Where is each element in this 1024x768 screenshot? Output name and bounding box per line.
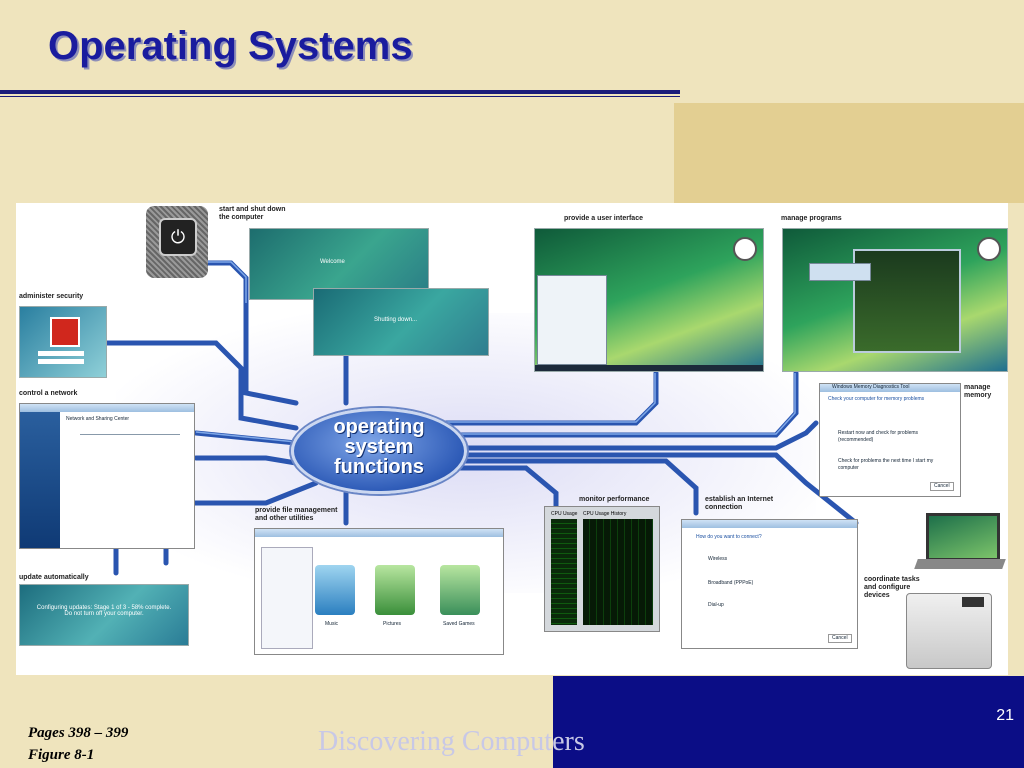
cpu-usage-label: CPU Usage	[551, 511, 578, 517]
pictures-label: Pictures	[383, 621, 402, 627]
label-coordinate-tasks: coordinate tasks and configure devices	[864, 576, 920, 599]
connect-window: How do you want to connect? Wireless Bro…	[681, 519, 858, 649]
memory-diagnostic-window: Windows Memory Diagnostics Tool Check yo…	[819, 383, 961, 497]
security-screen	[19, 306, 107, 378]
printer-panel	[962, 597, 984, 607]
footer-reference: Pages 398 – 399 Figure 8-1	[28, 722, 128, 766]
user-avatar	[50, 317, 80, 347]
user-interface-screen	[534, 228, 764, 372]
memory-title: Windows Memory Diagnostics Tool	[832, 384, 910, 390]
performance-window: CPU Usage CPU Usage History	[544, 506, 660, 632]
file-menu	[261, 547, 313, 649]
games-label: Saved Games	[443, 621, 475, 627]
cpu-history-label: CPU Usage History	[583, 511, 627, 517]
page-number: 21	[996, 707, 1014, 724]
memory-heading: Check your computer for memory problems	[828, 396, 925, 402]
footer-figure: Figure 8-1	[28, 747, 95, 763]
pictures-folder-icon	[375, 565, 415, 615]
manage-programs-screen	[782, 228, 1008, 372]
network-window: Network and Sharing Center	[19, 403, 195, 549]
shutdown-screen: Shutting down...	[313, 288, 489, 356]
start-menu	[537, 275, 607, 365]
laptop-graphic	[914, 513, 1006, 573]
slide-title: Operating Systems	[48, 24, 413, 68]
center-label: operating system functions	[333, 416, 425, 478]
connect-broadband: Broadband (PPPoE)	[708, 580, 754, 586]
clock-gadget	[733, 237, 757, 261]
label-update-automatically: update automatically	[19, 574, 89, 581]
title-rule-thick	[0, 90, 680, 94]
update-screen: Configuring updates: Stage 1 of 3 - 58% …	[19, 584, 189, 646]
clock-gadget	[977, 237, 1001, 261]
label-start-shutdown: start and shut down the computer	[219, 206, 286, 221]
footer-pages: Pages 398 – 399	[28, 725, 129, 741]
memory-option-2: Check for problems the next time I start…	[838, 458, 934, 471]
connect-heading: How do you want to connect?	[696, 534, 762, 540]
password-field-2	[38, 359, 84, 364]
network-map	[80, 434, 180, 451]
figure-panel: ⏻ start and shut down the computer Welco…	[16, 203, 1008, 675]
pipe-highlights	[195, 261, 796, 443]
taskbar	[535, 365, 763, 371]
photo-window	[853, 249, 961, 353]
shutdown-text: Shutting down...	[374, 317, 418, 323]
memory-cancel-button: Cancel	[930, 482, 954, 491]
network-title: Network and Sharing Center	[66, 416, 130, 422]
music-label: Music	[325, 621, 339, 627]
connect-dialup: Dial-up	[708, 602, 724, 608]
label-administer-security: administer security	[19, 293, 84, 300]
label-user-interface: provide a user interface	[564, 215, 643, 222]
password-field	[38, 351, 84, 356]
title-rule-thin	[0, 96, 680, 97]
media-player-window	[809, 263, 871, 281]
music-folder-icon	[315, 565, 355, 615]
laptop-base	[914, 559, 1006, 569]
label-monitor-performance: monitor performance	[579, 496, 650, 503]
cpu-history-graph	[583, 519, 653, 625]
connect-cancel-button: Cancel	[828, 634, 852, 643]
games-folder-icon	[440, 565, 480, 615]
file-management-window: Music Pictures Saved Games	[254, 528, 504, 655]
label-manage-memory: manage memory	[964, 384, 992, 399]
laptop-screen	[926, 513, 1000, 561]
cpu-usage-graph	[551, 519, 577, 625]
power-button-graphic: ⏻	[146, 206, 208, 278]
memory-option-1: Restart now and check for problems (reco…	[838, 430, 919, 443]
footer-book-title: Discovering Computers	[318, 726, 585, 757]
label-manage-programs: manage programs	[781, 215, 842, 222]
power-icon: ⏻	[159, 218, 197, 256]
update-message: Configuring updates: Stage 1 of 3 - 58% …	[36, 605, 172, 617]
connect-wireless: Wireless	[708, 556, 728, 562]
label-internet-connection: establish an Internet connection	[705, 496, 774, 511]
footer-bar	[553, 676, 1024, 768]
operating-system-functions-hub: operating system functions	[291, 408, 467, 494]
side-accent-block	[674, 103, 1024, 203]
printer-graphic	[906, 583, 992, 671]
network-sidebar	[20, 412, 60, 548]
label-control-network: control a network	[19, 390, 78, 397]
label-file-management: provide file management and other utilit…	[255, 507, 338, 522]
welcome-text: Welcome	[320, 259, 345, 265]
